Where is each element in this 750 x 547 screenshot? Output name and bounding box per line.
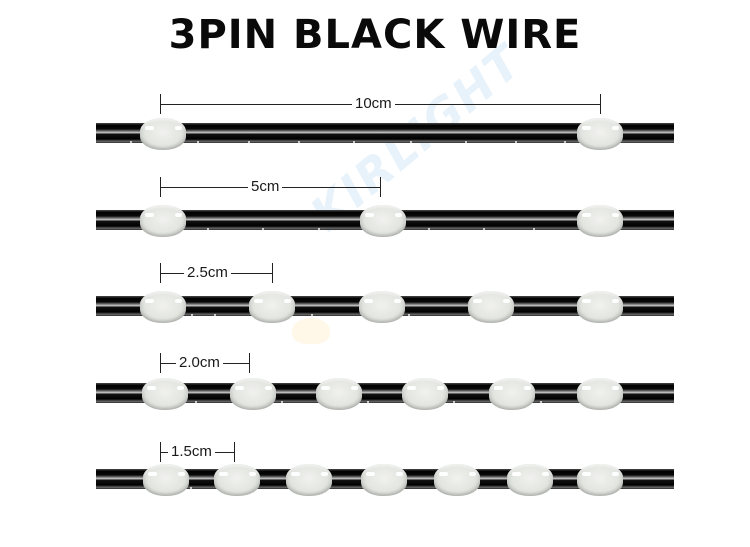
dimension-tick-right bbox=[380, 177, 381, 197]
wire-dot bbox=[318, 228, 320, 230]
wire-dot bbox=[428, 228, 430, 230]
wire-dot bbox=[281, 401, 283, 403]
led-bead bbox=[286, 464, 332, 496]
wire-dot bbox=[353, 141, 355, 143]
wire-dot bbox=[540, 401, 542, 403]
wire-dot bbox=[130, 141, 132, 143]
led-bead bbox=[577, 291, 623, 323]
dimension-tick-right bbox=[249, 353, 250, 373]
wire-dot bbox=[465, 141, 467, 143]
led-bead bbox=[142, 378, 188, 410]
spacing-label: 10cm bbox=[352, 95, 395, 113]
wire-row-1.5cm: 1.5cm bbox=[0, 434, 750, 514]
wire-dot bbox=[410, 141, 412, 143]
led-bead bbox=[468, 291, 514, 323]
led-bead bbox=[359, 291, 405, 323]
led-bead bbox=[316, 378, 362, 410]
wire-dot bbox=[214, 314, 216, 316]
led-bead bbox=[434, 464, 480, 496]
led-bead bbox=[140, 205, 186, 237]
dimension-tick-right bbox=[234, 442, 235, 462]
led-bead bbox=[143, 464, 189, 496]
led-bead bbox=[214, 464, 260, 496]
dimension-marker: 2.0cm bbox=[160, 353, 250, 373]
dimension-marker: 10cm bbox=[160, 94, 601, 114]
dimension-tick-right bbox=[600, 94, 601, 114]
wire-dot bbox=[564, 141, 566, 143]
black-wire bbox=[96, 123, 674, 143]
wire-dot bbox=[311, 314, 313, 316]
spacing-label: 2.5cm bbox=[184, 264, 231, 282]
wire-dot bbox=[367, 401, 369, 403]
led-bead bbox=[577, 118, 623, 150]
page-title: 3PIN BLACK WIRE bbox=[168, 12, 582, 58]
wire-row-5cm: 5cm bbox=[0, 175, 750, 255]
dimension-marker: 1.5cm bbox=[160, 442, 235, 462]
wire-dot bbox=[533, 228, 535, 230]
led-bead bbox=[402, 378, 448, 410]
wire-dot bbox=[191, 314, 193, 316]
wire-dot bbox=[515, 141, 517, 143]
led-bead bbox=[249, 291, 295, 323]
wire-dot bbox=[195, 401, 197, 403]
dimension-tick-right bbox=[272, 263, 273, 283]
wire-row-10cm: 10cm bbox=[0, 88, 750, 168]
wire-dot bbox=[207, 228, 209, 230]
spacing-label: 5cm bbox=[248, 178, 283, 196]
led-bead bbox=[577, 205, 623, 237]
led-bead bbox=[140, 291, 186, 323]
wire-row-2.5cm: 2.5cm bbox=[0, 261, 750, 341]
spacing-label: 1.5cm bbox=[168, 443, 215, 461]
wire-dot bbox=[298, 141, 300, 143]
wire-dot bbox=[197, 141, 199, 143]
led-bead bbox=[577, 378, 623, 410]
spacing-label: 2.0cm bbox=[176, 354, 223, 372]
wire-dot bbox=[262, 228, 264, 230]
led-bead bbox=[361, 464, 407, 496]
dimension-marker: 5cm bbox=[160, 177, 381, 197]
wire-row-2.0cm: 2.0cm bbox=[0, 348, 750, 428]
wire-dot bbox=[248, 141, 250, 143]
dimension-marker: 2.5cm bbox=[160, 263, 273, 283]
led-bead bbox=[507, 464, 553, 496]
wire-dot bbox=[408, 314, 410, 316]
led-bead bbox=[360, 205, 406, 237]
wire-dot bbox=[190, 487, 192, 489]
led-bead bbox=[489, 378, 535, 410]
led-bead bbox=[140, 118, 186, 150]
led-bead bbox=[577, 464, 623, 496]
wire-dot bbox=[453, 401, 455, 403]
wire-dot bbox=[483, 228, 485, 230]
led-bead bbox=[230, 378, 276, 410]
